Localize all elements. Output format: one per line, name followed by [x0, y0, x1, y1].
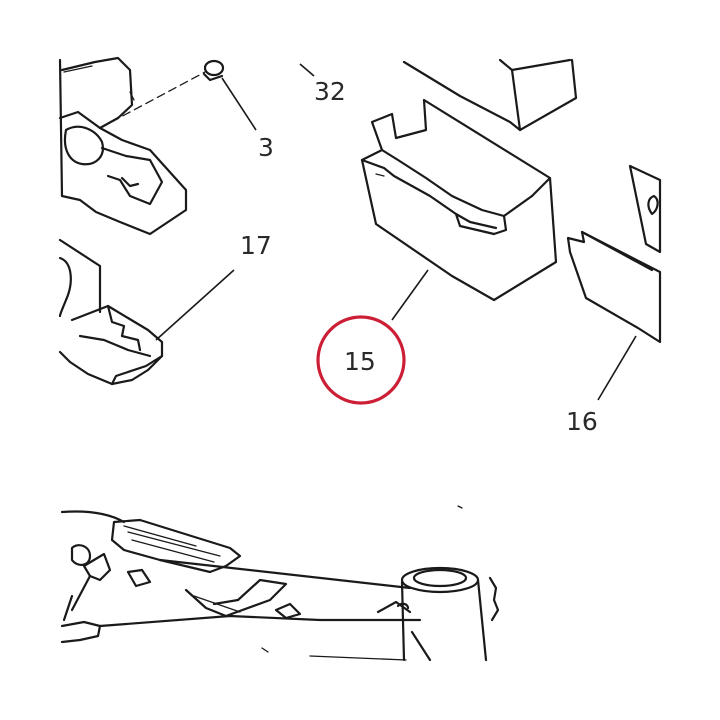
top-box-part — [402, 58, 578, 132]
leader-3 — [221, 77, 257, 131]
leader-32 — [299, 63, 315, 77]
callout-17: 17 — [240, 231, 272, 260]
callout-16: 16 — [566, 407, 598, 436]
screw-part — [99, 59, 225, 129]
callout-15: 15 — [344, 347, 376, 376]
bracket-part — [58, 56, 188, 236]
frame-assembly — [60, 505, 500, 662]
leader-16 — [597, 335, 637, 401]
callout-32: 32 — [314, 77, 346, 106]
side-plate-part — [566, 164, 662, 344]
bumper-part — [58, 238, 164, 386]
callout-3: 3 — [258, 133, 274, 162]
leader-15 — [391, 269, 429, 321]
cover-box-part — [360, 98, 558, 302]
leader-lines — [155, 63, 637, 401]
highlight-circle — [316, 315, 406, 405]
leader-17 — [155, 269, 235, 341]
